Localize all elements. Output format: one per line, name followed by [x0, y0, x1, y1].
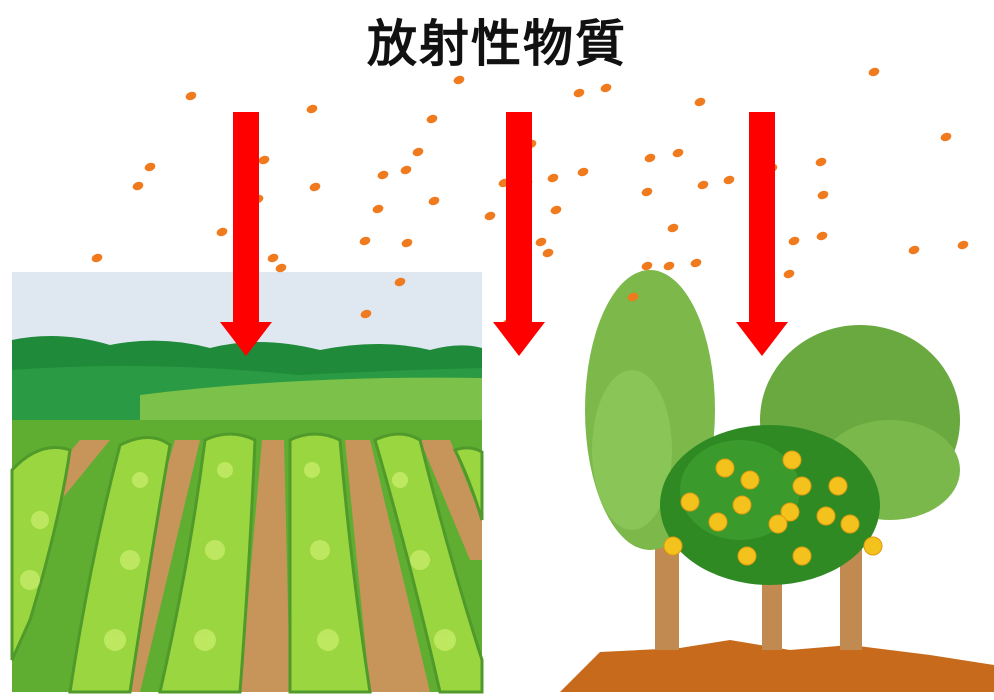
radioactive-particle-icon — [573, 88, 585, 98]
radioactive-particle-icon — [91, 253, 103, 263]
radioactive-particle-icon — [697, 180, 709, 190]
radioactive-particle-icon — [641, 187, 653, 197]
radioactive-particle-icon — [216, 227, 228, 237]
radioactive-particle-icon — [400, 165, 412, 175]
radioactive-particle-icon — [816, 231, 828, 241]
radioactive-particle-icon — [694, 97, 706, 107]
radioactive-particle-icon — [426, 114, 438, 124]
radioactive-particle-icon — [644, 153, 656, 163]
orchard-trees-illustration — [560, 270, 994, 692]
radioactive-particle-icon — [377, 170, 389, 180]
radioactive-particle-icon — [309, 182, 321, 192]
crop-field-illustration — [10, 272, 484, 694]
down-arrow-icon — [220, 112, 272, 356]
radioactive-particle-icon — [275, 263, 287, 273]
radioactive-particle-icon — [144, 162, 156, 172]
radioactive-particle-icon — [663, 261, 675, 271]
radioactive-particle-icon — [267, 253, 279, 263]
radioactive-particle-icon — [672, 148, 684, 158]
radioactive-particle-icon — [908, 245, 920, 255]
radioactive-particle-icon — [359, 236, 371, 246]
radioactive-particle-icon — [401, 238, 413, 248]
radioactive-particle-icon — [185, 91, 197, 101]
radioactive-particle-icon — [667, 223, 679, 233]
radioactive-particle-icon — [788, 236, 800, 246]
radioactive-particle-icon — [547, 173, 559, 183]
radioactive-particle-icon — [627, 292, 639, 302]
radioactive-particle-icon — [412, 147, 424, 157]
radioactive-particle-icon — [957, 240, 969, 250]
radioactive-particle-icon — [723, 175, 735, 185]
radioactive-particle-icon — [550, 205, 562, 215]
radioactive-particle-icon — [394, 277, 406, 287]
radioactive-particle-icon — [690, 258, 702, 268]
radioactive-particle-icon — [535, 237, 547, 247]
radioactive-particle-icon — [542, 248, 554, 258]
radioactive-particle-icon — [484, 211, 496, 221]
radioactive-particle-icon — [940, 132, 952, 142]
radioactive-particle-icon — [360, 309, 372, 319]
radioactive-particle-icon — [868, 67, 880, 77]
radioactive-particle-icon — [817, 190, 829, 200]
radioactive-particle-icon — [372, 204, 384, 214]
radioactive-particle-icon — [577, 167, 589, 177]
down-arrow-icon — [736, 112, 788, 356]
radioactive-particle-icon — [428, 196, 440, 206]
radioactive-particle-icon — [815, 157, 827, 167]
diagram-title: 放射性物質 — [367, 15, 627, 73]
radioactive-particle-icon — [641, 261, 653, 271]
radioactive-particle-icon — [306, 104, 318, 114]
radioactive-particle-icon — [453, 75, 465, 85]
radioactive-particle-icon — [132, 181, 144, 191]
radioactive-particle-icon — [600, 83, 612, 93]
radioactive-particle-icon — [258, 155, 270, 165]
down-arrow-icon — [493, 112, 545, 356]
radioactive-particle-icon — [783, 269, 795, 279]
